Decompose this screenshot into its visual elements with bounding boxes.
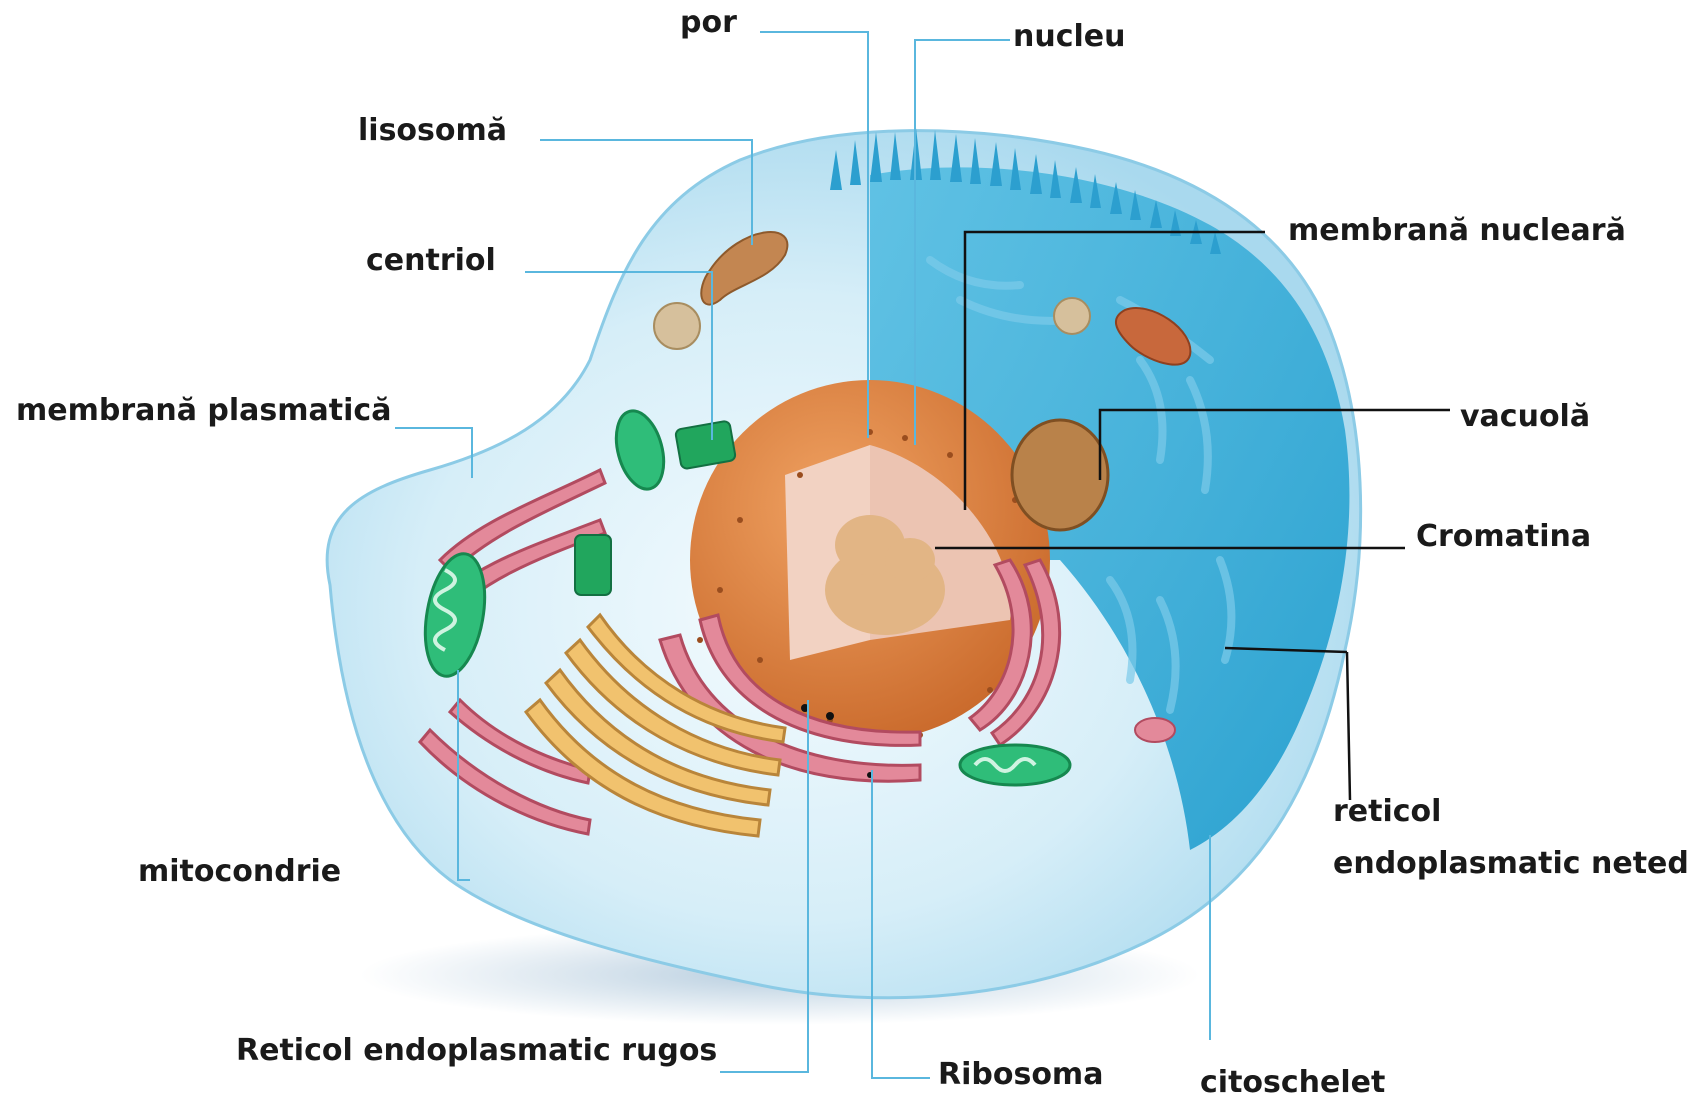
label-reticol-endoplasmatic-rugos: Reticol endoplasmatic rugos bbox=[236, 1034, 717, 1069]
label-mitocondrie: mitocondrie bbox=[138, 855, 341, 890]
label-centriol: centriol bbox=[366, 244, 496, 279]
label-ribosoma: Ribosoma bbox=[938, 1058, 1103, 1093]
label-nucleu: nucleu bbox=[1013, 20, 1126, 55]
label-reticol-endoplasmatic-neted: reticol endoplasmatic neted bbox=[1333, 786, 1693, 890]
label-lisosoma: lisosomă bbox=[358, 114, 507, 149]
vacuole bbox=[1012, 420, 1108, 530]
label-membrana-nucleara: membrană nucleară bbox=[1288, 214, 1626, 249]
label-cromatina: Cromatina bbox=[1416, 520, 1591, 555]
label-citoschelet: citoschelet bbox=[1200, 1066, 1385, 1101]
label-vacuola: vacuolă bbox=[1460, 400, 1590, 435]
label-membrana-plasmatica: membrană plasmatică bbox=[16, 394, 391, 429]
label-por: por bbox=[680, 6, 737, 41]
